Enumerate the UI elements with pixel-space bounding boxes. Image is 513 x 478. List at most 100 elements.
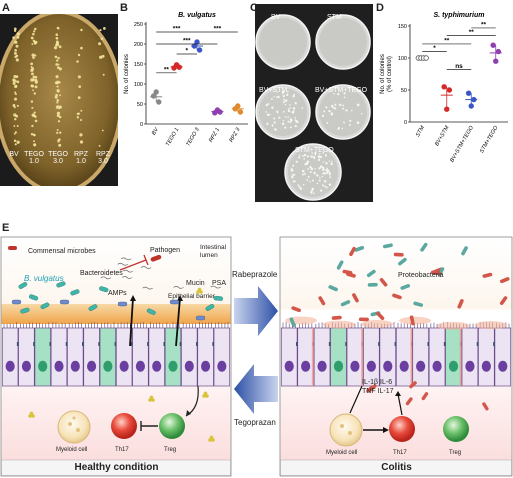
colony-dot [33,140,36,143]
commensal-legend-rod [8,246,17,250]
myeloid-cell-right [329,413,363,447]
colony-dot [33,41,37,45]
colony-dot [314,168,316,170]
colony-dot [326,121,329,124]
colony-dot [306,160,310,163]
colony-dot [31,106,34,109]
colony-dot [14,93,17,96]
colony-dot [13,27,17,31]
commensal-rod [366,269,376,278]
colony-dot [343,92,346,95]
colony-dot [317,155,321,158]
colony-dot [292,95,295,98]
colony-dot [295,160,298,163]
colony-dot [57,27,60,30]
bvulgatus-rod [70,289,80,296]
significance-label: *** [183,38,191,45]
healthy-footer-bar [1,459,231,476]
colony-dot [334,103,337,106]
inflamed-mucus [437,321,469,330]
cell-nucleus [399,360,409,372]
colony-dot [307,175,310,178]
cell-nucleus [5,360,15,372]
panel-c-plate-labels: BV STM BV+STM BV+STM+TEGO STM+TEGO [255,4,373,202]
cell-nucleus [135,360,145,372]
colony-dot [273,121,276,124]
colony-dot [276,111,279,114]
colony-dot [324,154,328,157]
colony-dot [321,114,325,117]
colony-dot [14,48,17,52]
colony-dot [292,173,295,176]
colony-dot [297,121,299,123]
data-point [446,87,453,93]
x-tick-label: STM [415,125,426,138]
colony-dot [328,109,331,113]
cell-nucleus [201,360,211,372]
th17-cell-left [111,413,137,439]
panel-e-illustration [0,236,513,477]
proteobacteria-label: Proteobacteria [398,272,444,279]
colony-dot [12,78,16,82]
streak-label-0: BV [9,151,19,158]
commensal-rod [354,245,365,252]
colony-dot [330,112,334,116]
colony-dot [101,129,104,132]
colony-dot [16,104,19,108]
translocated-bacterium [366,385,374,393]
colony-dot [292,164,295,167]
proteobacteria-rod [352,293,359,303]
colony-dot [330,162,333,166]
colony-dot [80,46,83,50]
colony-dot [298,156,301,159]
colony-dot [284,126,287,129]
commensal-rod [289,317,296,328]
y-tick-label: 150 [134,62,143,68]
bvulgatus-rod [205,304,215,311]
colony-dot [101,37,104,40]
amp-molecule [140,266,152,269]
colony-dot [278,116,281,119]
data-point [444,106,450,112]
colony-dot [76,116,80,119]
colony-dot [32,53,35,56]
psa-molecule [202,394,206,398]
commensal-rod [420,242,428,252]
amp-molecule [210,285,221,289]
proteobacteria-rod [379,277,388,287]
healthy-panel-frame [0,236,232,477]
psa-molecule [151,398,155,402]
colony-dot [58,67,62,71]
y-tick-label: 200 [134,42,143,48]
bvulgatus-rod [40,302,50,310]
cell-nucleus [498,360,508,372]
colony-dot [14,91,17,94]
y-axis-label: No. of colonies [124,54,130,94]
colony-dot [319,155,323,159]
colony-dot [55,81,59,85]
colony-dot [273,96,275,98]
colony-dot [79,140,84,144]
colony-dot [306,178,309,181]
colony-dot [286,93,289,97]
colony-dot [56,114,60,118]
psa-molecule [197,287,202,292]
significance-label: * [433,45,436,52]
commensal-rod [398,257,407,266]
data-point [465,90,472,96]
colony-dot [30,100,34,103]
colony-dot [54,55,58,59]
x-tick-label: TEGO 3 [185,126,201,147]
colony-dot [322,152,325,154]
amp-molecule [121,276,133,279]
proteobacteria-rod [482,272,493,278]
colony-dot [326,186,328,189]
mucin-arrow [175,297,181,347]
bvulgatus-rod [88,304,98,312]
colony-dot [282,90,285,94]
colony-dot [14,131,17,134]
proteobacteria-rod [318,296,326,306]
